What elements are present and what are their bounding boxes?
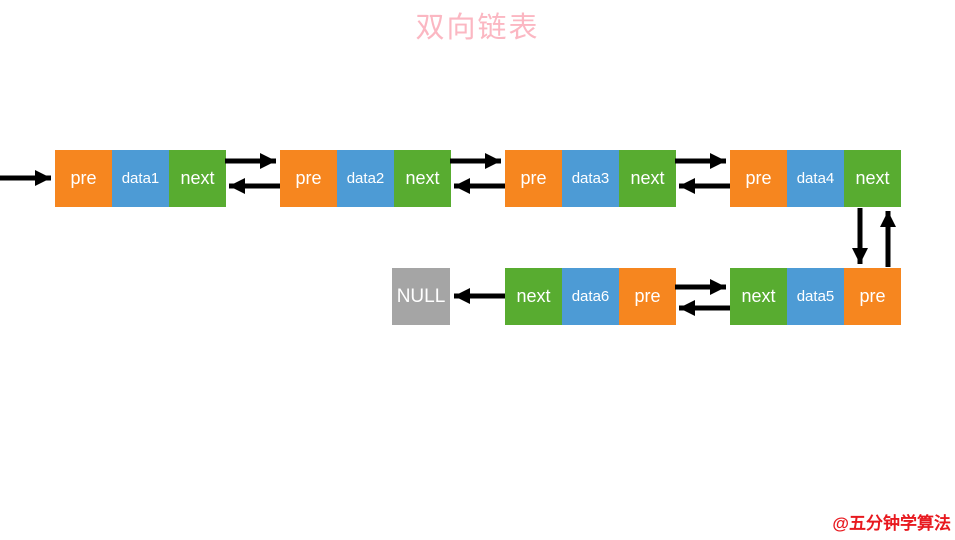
node5-next-cell: next — [730, 268, 787, 325]
node1-next-cell: next — [169, 150, 226, 207]
node6-data-cell: data6 — [562, 268, 619, 325]
node-2: pre data2 next — [280, 150, 451, 207]
node1-pre-cell: pre — [55, 150, 112, 207]
node-3: pre data3 next — [505, 150, 676, 207]
node-4: pre data4 next — [730, 150, 901, 207]
node3-data-cell: data3 — [562, 150, 619, 207]
node5-pre-cell: pre — [844, 268, 901, 325]
node4-next-cell: next — [844, 150, 901, 207]
node1-data-cell: data1 — [112, 150, 169, 207]
page-title: 双向链表 — [415, 12, 540, 44]
node-1: pre data1 next — [55, 150, 226, 207]
node3-next-cell: next — [619, 150, 676, 207]
node2-next-cell: next — [394, 150, 451, 207]
node5-data-cell: data5 — [787, 268, 844, 325]
node4-data-cell: data4 — [787, 150, 844, 207]
watermark: @五分钟学算法 — [832, 514, 951, 533]
node2-pre-cell: pre — [280, 150, 337, 207]
node-5: next data5 pre — [730, 268, 901, 325]
node6-pre-cell: pre — [619, 268, 676, 325]
node3-pre-cell: pre — [505, 150, 562, 207]
node2-data-cell: data2 — [337, 150, 394, 207]
node4-pre-cell: pre — [730, 150, 787, 207]
node-6: next data6 pre — [505, 268, 676, 325]
node6-next-cell: next — [505, 268, 562, 325]
null-box: NULL — [392, 268, 450, 325]
